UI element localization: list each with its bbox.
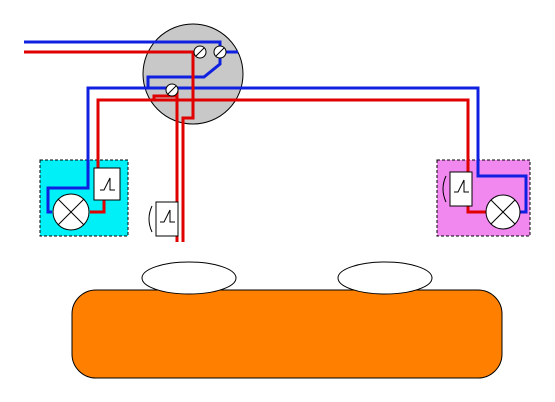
light-switch-icon [93, 167, 121, 201]
lamp-cross-icon [485, 194, 521, 230]
screw-terminal-icon [213, 45, 227, 59]
screw-terminal-icon [165, 83, 179, 97]
plate-right [337, 261, 433, 295]
live-to-switch-wire [181, 52, 195, 242]
neutral-right-lamp-wire [148, 86, 528, 214]
live-wires [24, 50, 488, 242]
light-switch-icon [442, 171, 473, 207]
lamp-cross-icon [52, 193, 90, 231]
live-right-lamp-wire [466, 206, 488, 214]
live-right-switch-wire [154, 98, 470, 172]
plate-left [141, 261, 237, 295]
screw-terminal-icon [193, 45, 207, 59]
live-left-lamp-wire [90, 198, 106, 214]
light-switch-icon [148, 201, 179, 237]
neutral-left-lamp-wire [46, 52, 222, 214]
table [71, 289, 503, 379]
